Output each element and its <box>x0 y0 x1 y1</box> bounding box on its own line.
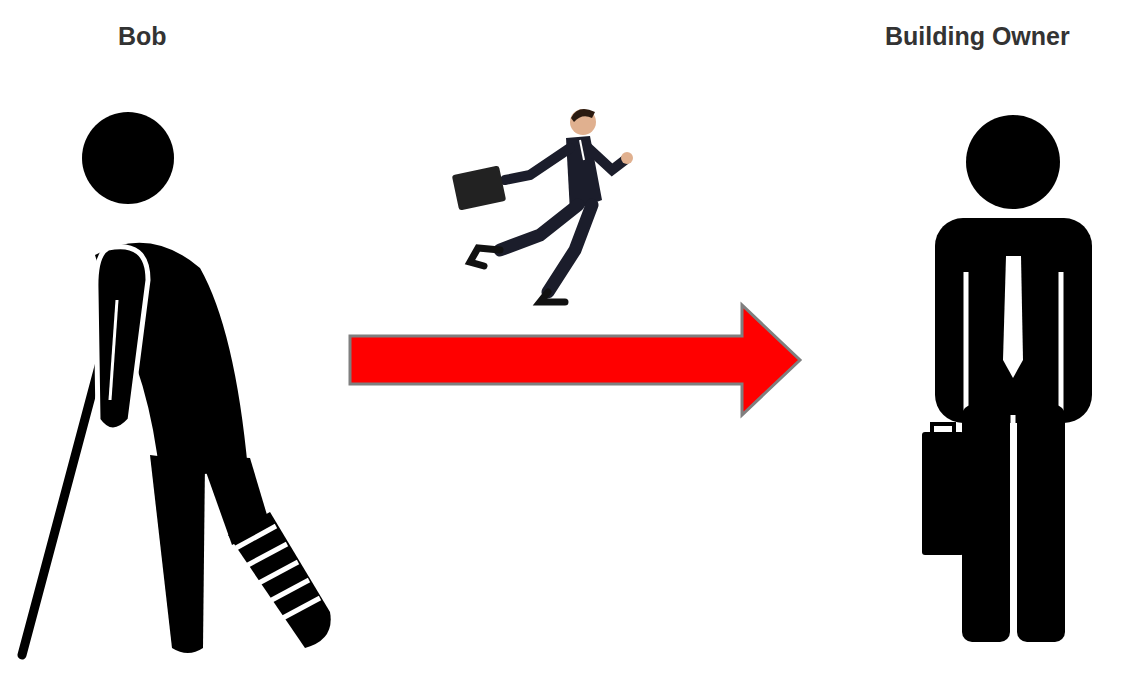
injured-person-figure <box>22 112 331 655</box>
running-businessman-figure <box>452 109 633 302</box>
figure-node: Building Owner <box>800 10 1130 665</box>
figure-label: Bob <box>118 22 167 51</box>
figure-label: Building Owner <box>885 22 1070 51</box>
figure-node: Bob <box>10 10 350 665</box>
businessman-figure <box>922 115 1092 645</box>
block-arrow <box>350 305 800 415</box>
